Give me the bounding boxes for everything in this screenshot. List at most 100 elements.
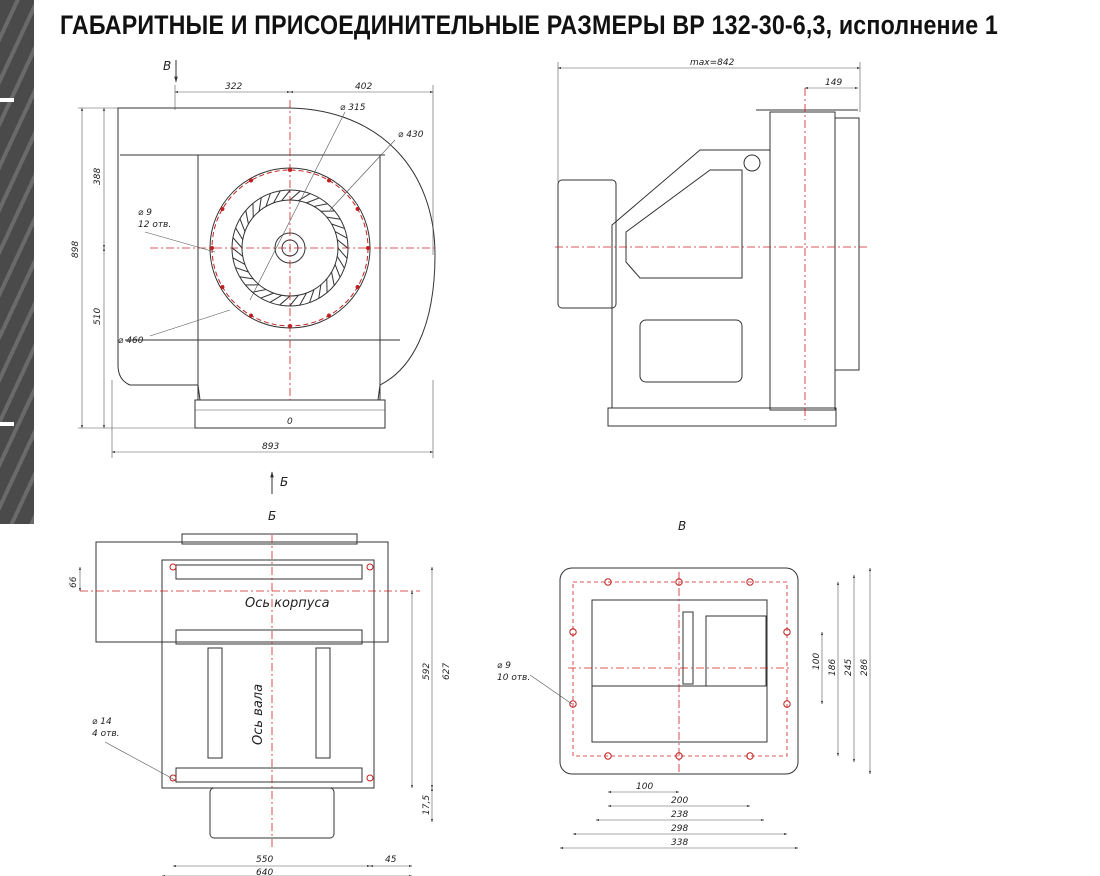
impeller-blade <box>298 193 311 202</box>
flange-hole <box>355 285 360 289</box>
side-view: max=842 149 <box>555 58 868 427</box>
dim-322: 322 <box>225 82 242 92</box>
impeller-blade <box>309 289 315 303</box>
impeller-blade <box>258 197 262 212</box>
dim-338: 338 <box>671 838 688 848</box>
bolt-hole <box>569 700 577 708</box>
bolt-hole <box>675 578 683 586</box>
dim-898: 898 <box>71 241 81 258</box>
axis-body-label: Ось корпуса <box>245 596 330 611</box>
impeller-blades <box>231 189 349 307</box>
dim-17-5: 17,5 <box>422 795 432 815</box>
flange-hole <box>249 313 253 318</box>
impeller-blade <box>299 292 307 306</box>
impeller-blade <box>260 292 274 299</box>
impeller-blade <box>265 193 271 207</box>
impeller-blade <box>235 267 249 273</box>
dim-510: 510 <box>93 308 103 325</box>
dim-388: 388 <box>93 168 103 185</box>
foot-mark: 0 <box>287 417 293 427</box>
impeller-blade <box>313 203 328 207</box>
impeller-blade <box>232 257 246 265</box>
mounting-hole <box>169 774 177 782</box>
bottom-hole-count-label: 4 отв. <box>92 729 120 739</box>
impeller-blade <box>273 190 281 204</box>
impeller-blade <box>232 237 243 249</box>
impeller-blade <box>252 289 267 293</box>
dim-dia-430: ⌀ 430 <box>398 130 424 140</box>
bottom-hole-dia-label: ⌀ 14 <box>92 717 112 727</box>
view-arrow-bottom-label: Б <box>280 475 288 489</box>
bolt-hole <box>604 752 612 760</box>
impeller-blade <box>281 189 291 202</box>
flange-hole-count-label: 10 отв. <box>497 673 530 683</box>
dim-max-842: max=842 <box>690 58 735 68</box>
impeller-blade <box>235 227 244 240</box>
flange-hole <box>220 207 225 211</box>
dim-45: 45 <box>385 855 397 865</box>
impeller-blade <box>289 190 301 201</box>
flange-hole <box>210 246 214 250</box>
dim-200: 200 <box>671 796 688 806</box>
bolt-hole <box>675 752 683 760</box>
band-tick <box>0 98 14 102</box>
bolt-hole <box>569 628 577 636</box>
dim-dia-315: ⌀ 315 <box>340 103 366 113</box>
impeller-blade <box>336 256 345 269</box>
impeller-blade <box>269 294 282 303</box>
page-title: ГАБАРИТНЫЕ И ПРИСОЕДИНИТЕЛЬНЫЕ РАЗМЕРЫ В… <box>60 10 999 40</box>
flange-hole <box>327 178 331 183</box>
impeller-blade <box>231 247 244 257</box>
hole-dia-label: ⌀ 9 <box>138 208 152 218</box>
axis-shaft-label: Ось вала <box>251 684 266 745</box>
impeller-blade <box>331 223 345 229</box>
hole-count-label: 12 отв. <box>138 220 171 230</box>
flange-view-label: В <box>678 519 686 533</box>
flange-holes <box>210 168 370 328</box>
dim-627: 627 <box>442 663 452 680</box>
impeller-blade <box>318 284 322 299</box>
decorative-side-band <box>0 0 34 524</box>
dim-592: 592 <box>422 663 432 680</box>
dim-186: 186 <box>828 659 838 676</box>
dim-893: 893 <box>262 442 279 452</box>
dim-402: 402 <box>355 82 372 92</box>
dim-298: 298 <box>671 824 688 834</box>
flange-hole <box>366 246 370 250</box>
flange-bolt-holes <box>569 578 791 760</box>
view-arrow-top-label: В <box>163 59 171 73</box>
mounting-hole <box>366 563 374 571</box>
bolt-hole <box>783 628 791 636</box>
dim-245: 245 <box>844 659 854 676</box>
bottom-view-label: Б <box>268 509 276 523</box>
impeller-blade <box>279 295 291 306</box>
impeller-blade <box>245 210 249 225</box>
impeller-blade <box>326 216 341 220</box>
impeller-blade <box>337 247 348 259</box>
impeller-blade <box>334 231 348 239</box>
impeller-blade <box>331 271 335 286</box>
mounting-hole <box>366 774 374 782</box>
flange-hole-dia-label: ⌀ 9 <box>497 661 511 671</box>
flange-hole <box>355 207 360 211</box>
front-view: 0 В Б 322 402 ⌀ 315 <box>71 59 436 494</box>
dim-149: 149 <box>825 78 842 88</box>
bolt-hole <box>746 752 754 760</box>
dim-100: 100 <box>636 782 653 792</box>
flange-view: В ⌀ 9 10 отв. 100 186 245 286 100 200 23… <box>497 519 872 850</box>
bolt-hole <box>746 578 754 586</box>
impeller-blade <box>239 276 254 280</box>
dim-100-vertical: 100 <box>812 653 822 670</box>
flange-hole <box>327 313 331 318</box>
dim-238: 238 <box>671 810 688 820</box>
flange-hole <box>220 285 225 289</box>
impeller-blade <box>289 294 299 307</box>
dim-286: 286 <box>860 659 870 676</box>
dim-66: 66 <box>69 576 79 588</box>
bolt-hole <box>604 578 612 586</box>
bottom-view: Б Ось корпуса Ось вала 66 592 627 17,5 5… <box>69 509 452 876</box>
impeller-blade <box>306 197 320 204</box>
mounting-holes <box>169 563 374 782</box>
impeller-blade <box>239 218 246 232</box>
